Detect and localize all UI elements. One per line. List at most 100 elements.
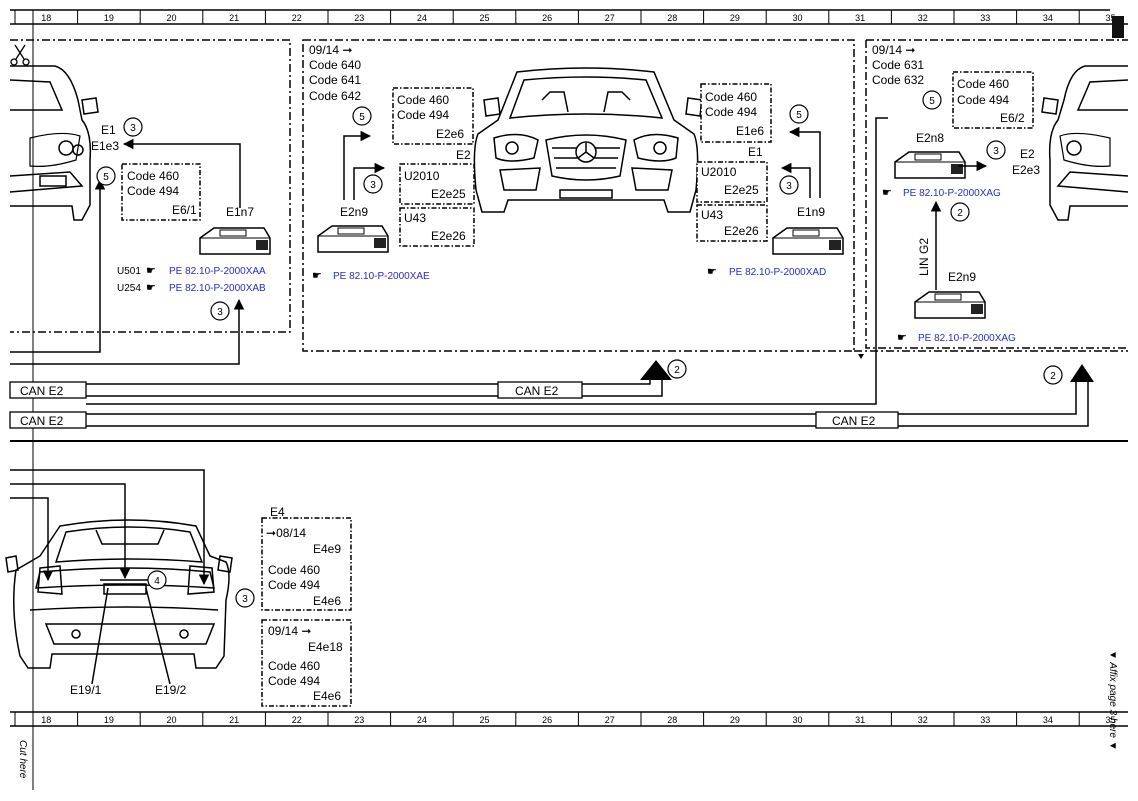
ruler-label: 21 <box>229 715 239 725</box>
ruler-label: 26 <box>542 715 552 725</box>
label-e1n7: E1n7 <box>226 205 254 219</box>
ruler-label: 27 <box>605 13 615 23</box>
rear-box2-code-2: Code 494 <box>268 674 320 688</box>
ref-icon: ☛ <box>312 270 322 282</box>
box-f-id: E2e26 <box>724 224 759 238</box>
label-e19-2: E19/2 <box>155 683 187 697</box>
ruler-label: 32 <box>918 715 928 725</box>
right-code-632: Code 632 <box>872 73 924 87</box>
ref-icon: ☛ <box>146 265 156 277</box>
callout-5: 5 <box>929 96 935 107</box>
box-right-code-1: Code 460 <box>957 77 1009 91</box>
callout-3: 3 <box>242 594 248 605</box>
rear-box2-date: 09/14 ➞ <box>268 624 311 638</box>
affix-label: ▼ Affix page 3 here ▼ <box>1107 650 1118 751</box>
ref-icon: ☛ <box>882 187 892 199</box>
label-e2e3: E2e3 <box>1012 163 1040 177</box>
callout-2: 2 <box>1050 371 1056 382</box>
rear-box2-id: E4e18 <box>308 640 343 654</box>
car-front-right <box>1041 65 1129 221</box>
car-front-left <box>9 65 99 221</box>
box-c-code: U43 <box>404 211 426 225</box>
can-label-2: CAN E2 <box>20 414 64 428</box>
rear-box2-id2: E4e6 <box>313 689 341 703</box>
ref-xae: PE 82.10-P-2000XAE <box>333 271 430 282</box>
ruler-label: 30 <box>792 13 802 23</box>
control-unit-e2n8 <box>894 151 966 179</box>
ruler-label: 24 <box>417 13 427 23</box>
ruler-label: 18 <box>41 715 51 725</box>
box-f-code: U43 <box>701 208 723 222</box>
box-left-code-2: Code 494 <box>127 184 179 198</box>
callout-circles <box>96 90 1063 608</box>
corner-mark <box>1112 16 1124 38</box>
ruler-label: 34 <box>1043 13 1053 23</box>
ruler-label: 31 <box>855 715 865 725</box>
box-e-code: U2010 <box>701 165 737 179</box>
ruler-label: 22 <box>292 715 302 725</box>
rear-box1-code-1: Code 460 <box>268 563 320 577</box>
callout-2: 2 <box>674 365 680 376</box>
ruler-label: 24 <box>417 715 427 725</box>
middle-date: 09/14 ➞ <box>309 43 352 57</box>
ruler-label: 19 <box>104 715 114 725</box>
small-marker <box>858 354 864 359</box>
box-d-code-1: Code 460 <box>705 90 757 104</box>
ref-xad: PE 82.10-P-2000XAD <box>729 267 826 278</box>
ruler-label: 31 <box>855 13 865 23</box>
middle-code-641: Code 641 <box>309 73 361 87</box>
label-e1e3: E1e3 <box>91 139 119 153</box>
ref-xab: PE 82.10-P-2000XAB <box>169 283 266 294</box>
ruler-label: 22 <box>292 13 302 23</box>
callout-5: 5 <box>796 110 802 121</box>
callout-3: 3 <box>217 307 223 318</box>
ruler-label: 28 <box>667 715 677 725</box>
ruler-label: 33 <box>980 715 990 725</box>
ruler-label: 29 <box>730 13 740 23</box>
ruler-label: 18 <box>41 13 51 23</box>
can-label-boxes <box>9 381 899 429</box>
ruler-label: 25 <box>479 13 489 23</box>
middle-code-640: Code 640 <box>309 58 361 72</box>
ref-xaa: PE 82.10-P-2000XAA <box>169 266 266 277</box>
callout-5: 5 <box>359 112 365 123</box>
box-b-id: E2e25 <box>431 187 466 201</box>
lin-g2-label: LIN G2 <box>917 238 931 276</box>
box-left-code-1: Code 460 <box>127 169 179 183</box>
rear-box1-id: E4e9 <box>313 542 341 556</box>
can-arrow-right <box>1070 364 1094 382</box>
ref-prefix-u501: U501 <box>117 266 141 277</box>
label-e1-left: E1 <box>101 123 116 137</box>
ruler-label: 26 <box>542 13 552 23</box>
box-d-id: E1e6 <box>736 124 764 138</box>
ruler-label: 25 <box>479 715 489 725</box>
can-label-3: CAN E2 <box>515 384 559 398</box>
right-code-631: Code 631 <box>872 58 924 72</box>
ruler-label: 32 <box>918 13 928 23</box>
callout-3: 3 <box>130 123 136 134</box>
ref-prefix-u254: U254 <box>117 283 141 294</box>
box-right-id: E6/2 <box>1000 111 1025 125</box>
box-c-id: E2e26 <box>431 229 466 243</box>
can-busses <box>86 376 1089 427</box>
car-front-center <box>473 67 703 213</box>
code-boxes <box>121 71 1034 707</box>
rear-box1-id2: E4e6 <box>313 594 341 608</box>
label-e2-middle: E2 <box>456 148 471 162</box>
ref-icon: ☛ <box>897 332 907 344</box>
ruler-label: 27 <box>605 715 615 725</box>
ruler-label: 20 <box>166 715 176 725</box>
label-e2n9-middle: E2n9 <box>340 205 368 219</box>
control-unit-e1n7 <box>199 227 271 255</box>
box-a-id: E2e6 <box>436 127 464 141</box>
ruler-label: 19 <box>104 13 114 23</box>
ruler-label: 21 <box>229 13 239 23</box>
callout-3: 3 <box>370 180 376 191</box>
box-e-id: E2e25 <box>724 183 759 197</box>
ruler-label: 35 <box>1105 715 1115 725</box>
ruler-label: 35 <box>1105 13 1115 23</box>
car-rear <box>5 519 233 669</box>
